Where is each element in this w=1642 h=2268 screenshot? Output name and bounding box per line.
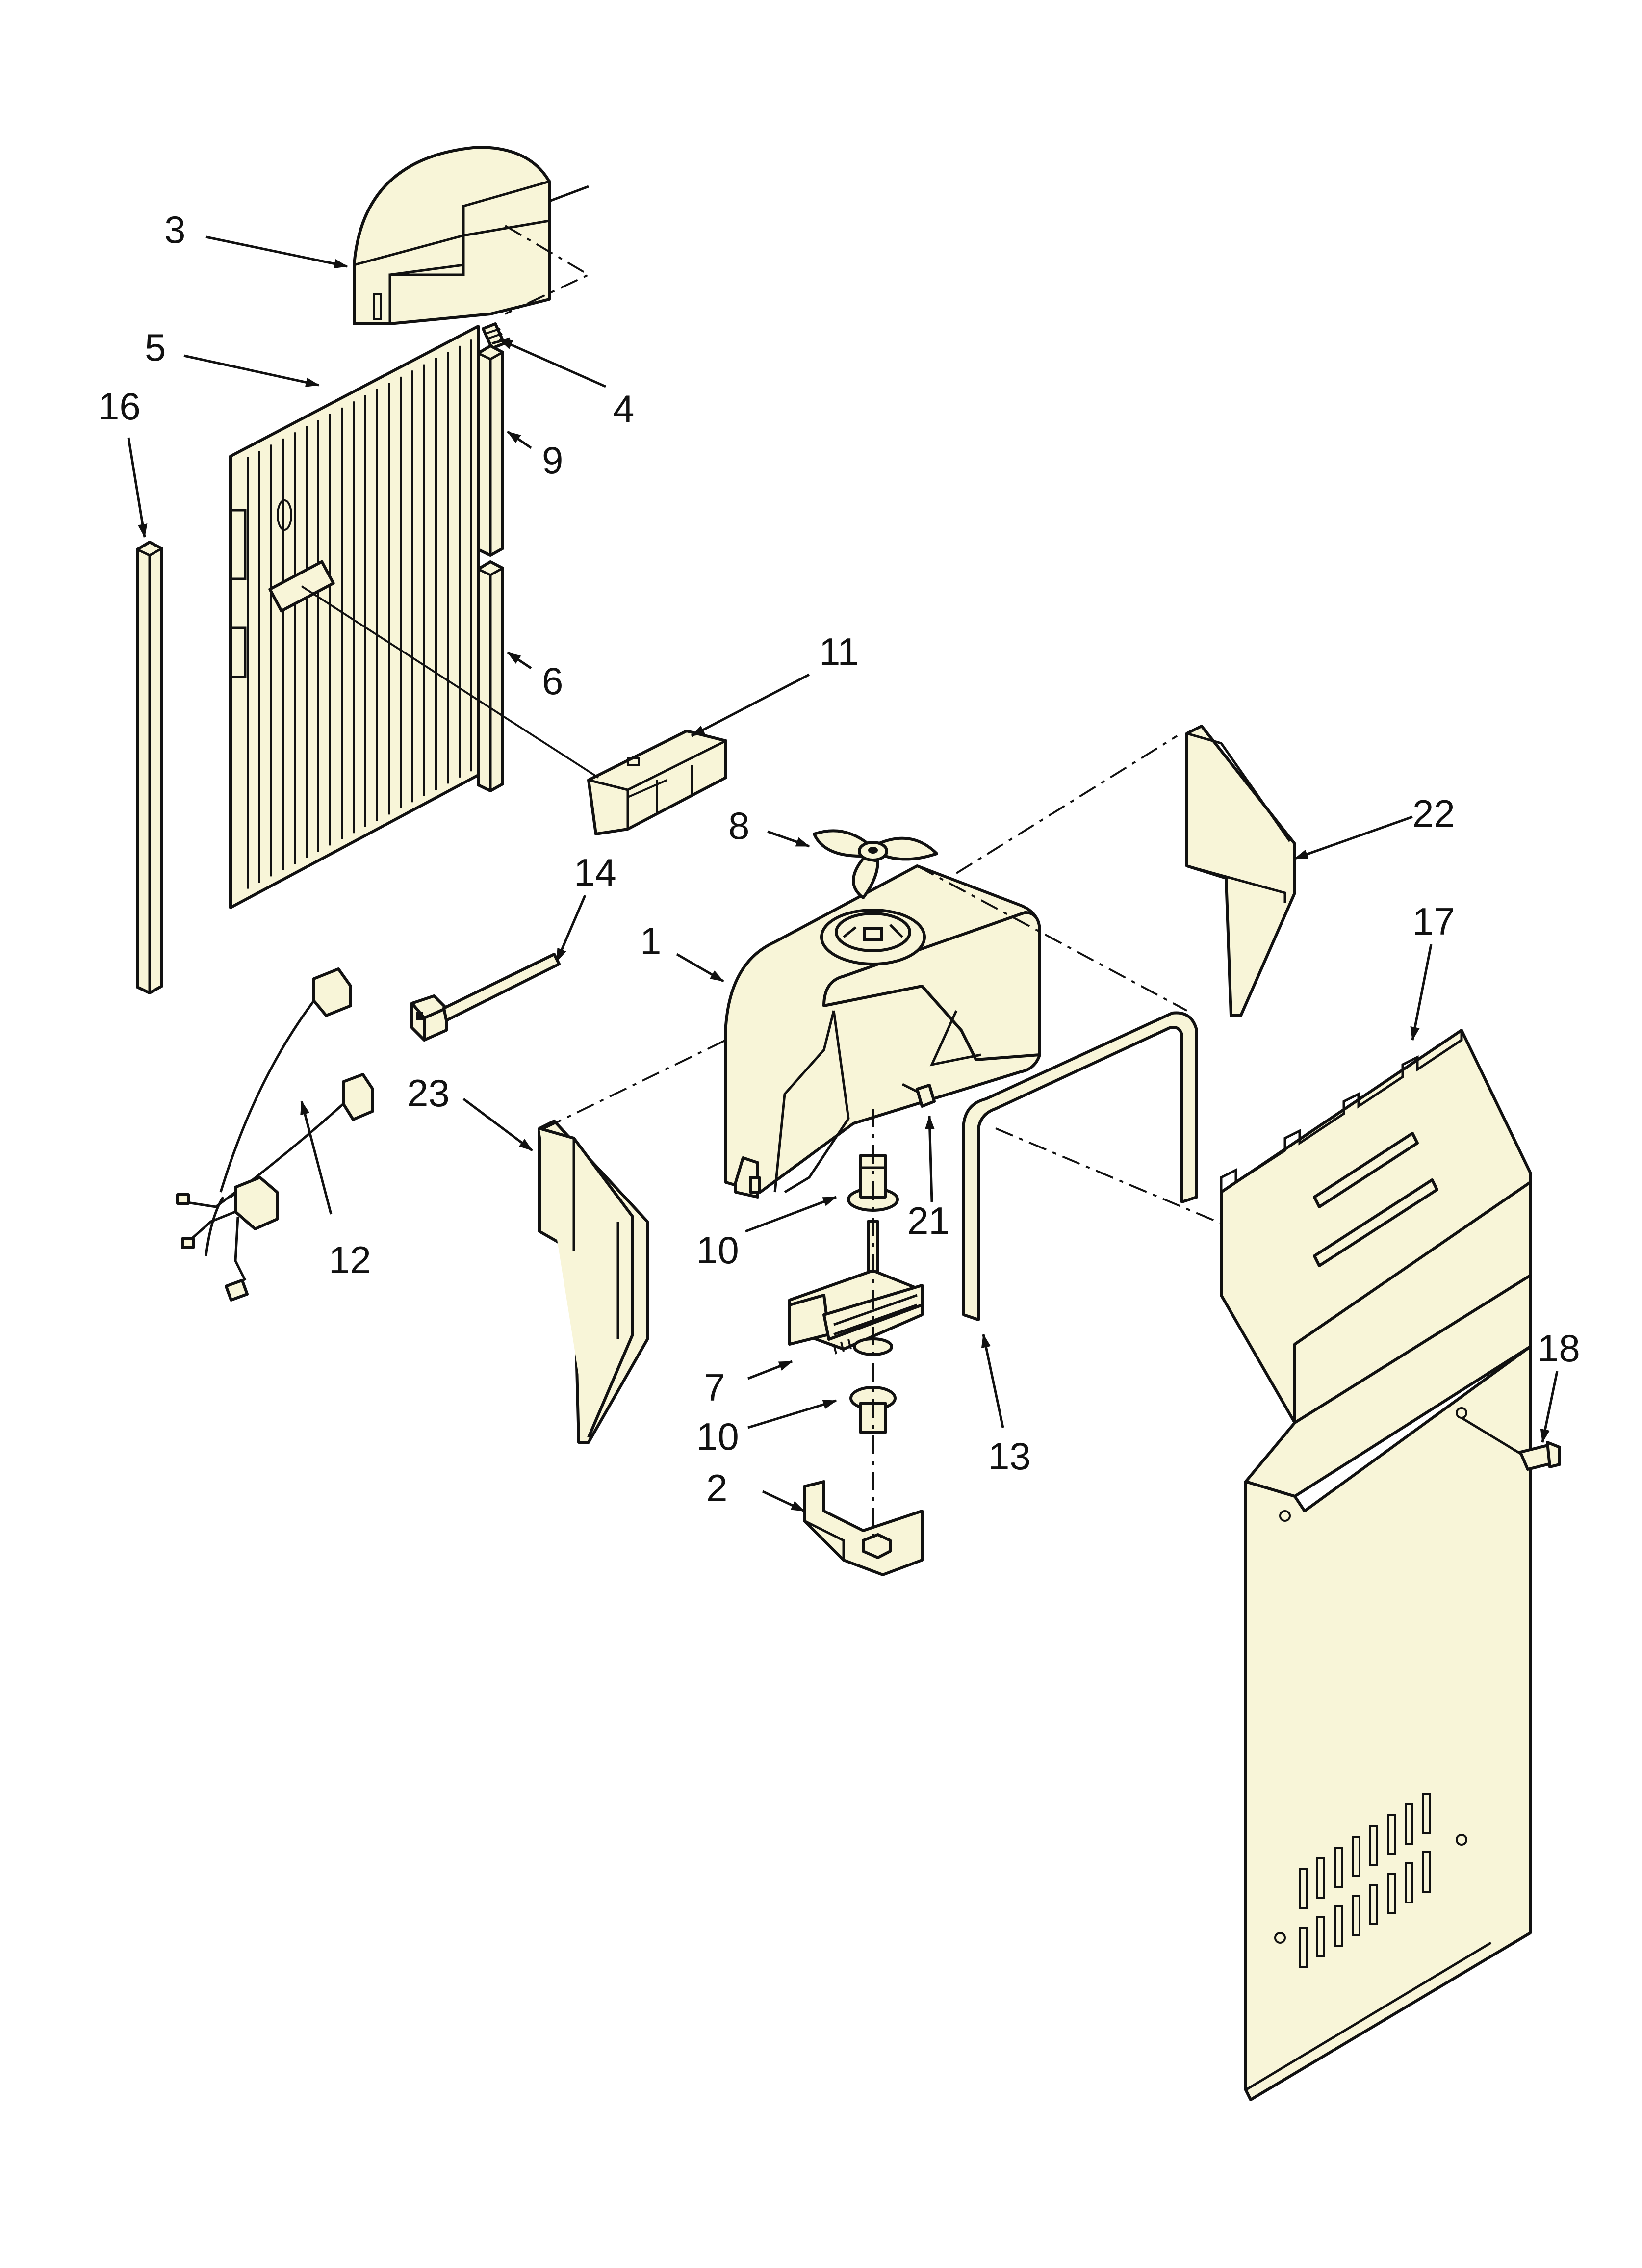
part-1-fan-housing xyxy=(724,864,1041,1199)
callout-22: 22 xyxy=(1412,792,1455,835)
vent-slot xyxy=(1299,1868,1308,1909)
vent-slot xyxy=(1334,1905,1343,1947)
callout-2: 2 xyxy=(706,1466,727,1510)
part-5-evaporator-grille xyxy=(229,325,480,909)
callout-7: 7 xyxy=(704,1366,725,1409)
vent-slot xyxy=(1369,1825,1378,1866)
vent-slot xyxy=(1387,1814,1396,1855)
vent-slot xyxy=(1316,1916,1325,1957)
callout-10-upper: 10 xyxy=(696,1228,739,1272)
part-23-left-insulation xyxy=(538,1039,726,1444)
callout-10-lower: 10 xyxy=(696,1415,739,1458)
part-21-screw xyxy=(901,1083,936,1108)
vent-slot xyxy=(1316,1857,1325,1899)
vent-slot xyxy=(1405,1862,1413,1903)
callout-3: 3 xyxy=(164,208,185,251)
callout-8: 8 xyxy=(728,804,749,847)
part-9-strip xyxy=(477,344,504,557)
part-3-duct-cover xyxy=(353,146,591,325)
part-2-motor-bracket xyxy=(803,1109,924,1576)
callout-1: 1 xyxy=(640,919,661,963)
callout-9: 9 xyxy=(542,439,563,482)
part-13-u-gasket xyxy=(917,865,1276,1321)
callout-6: 6 xyxy=(542,659,563,703)
part-6-strip xyxy=(477,560,504,792)
part-18-screw xyxy=(1461,1416,1561,1471)
callout-23: 23 xyxy=(407,1071,450,1115)
part-4-screw xyxy=(482,322,511,350)
callout-17: 17 xyxy=(1412,900,1455,943)
part-12-wire-harness xyxy=(176,967,374,1302)
callout-4: 4 xyxy=(613,387,634,430)
vent-slot xyxy=(1422,1851,1431,1893)
vent-slot xyxy=(1405,1803,1413,1845)
vent-slot xyxy=(1299,1927,1308,1968)
vent-slot xyxy=(1369,1884,1378,1925)
vent-slot xyxy=(1352,1836,1360,1877)
part-14-cable-tie xyxy=(410,953,561,1042)
vent-slot xyxy=(1387,1873,1396,1914)
vent-slot xyxy=(1422,1793,1431,1834)
part-17-rear-cover xyxy=(1220,1029,1532,2101)
vent-slot xyxy=(1334,1847,1343,1888)
callout-leaders xyxy=(127,235,1559,1512)
part-8-fan-blade xyxy=(813,829,938,899)
callout-18: 18 xyxy=(1538,1327,1580,1370)
part-11-control-housing xyxy=(301,585,727,835)
callout-labels: 3 4 5 9 16 6 11 8 22 14 17 1 23 21 10 12… xyxy=(98,208,1580,1510)
part-7-fan-motor xyxy=(788,1220,924,1356)
part-16-strip xyxy=(136,541,163,994)
callout-11: 11 xyxy=(819,630,859,673)
callout-21: 21 xyxy=(907,1199,950,1242)
callout-12: 12 xyxy=(329,1238,371,1281)
callout-16: 16 xyxy=(98,385,141,428)
part-22-right-insulation xyxy=(955,725,1296,1017)
callout-14: 14 xyxy=(574,851,616,894)
callout-5: 5 xyxy=(145,326,166,369)
callout-13: 13 xyxy=(988,1434,1031,1478)
vent-slot xyxy=(1352,1895,1360,1936)
